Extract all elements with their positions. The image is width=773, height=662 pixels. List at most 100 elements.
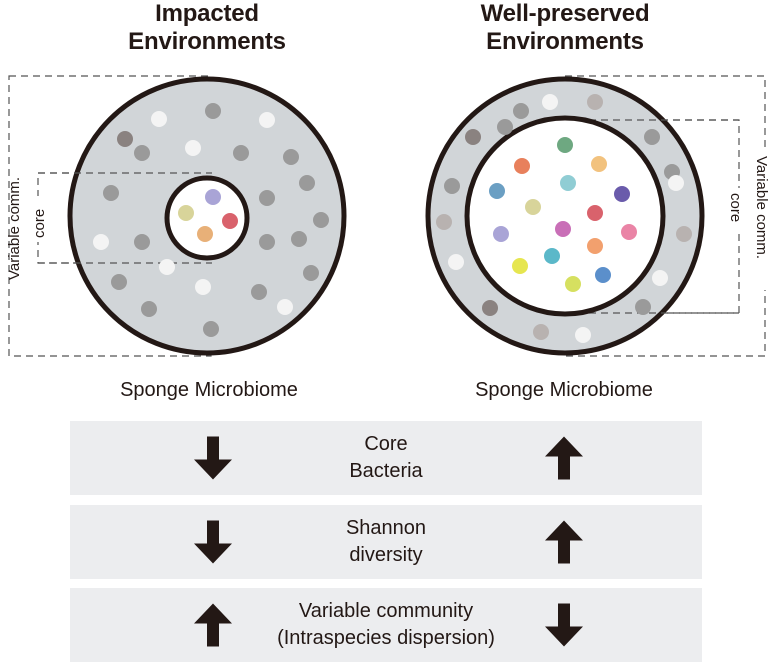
row-label-core-line-1: Core	[364, 433, 408, 455]
well-preserved-bacterium-dot	[635, 299, 651, 315]
comparison-row-shannon: Shannon diversity	[70, 505, 702, 579]
well-preserved-bacterium-dot	[514, 158, 530, 174]
impacted-caption: Sponge Microbiome	[120, 379, 298, 401]
impacted-bacterium-dot	[197, 226, 213, 242]
impacted-title-line-2: Environments	[128, 28, 286, 55]
core-label-right: core	[727, 193, 744, 222]
well-preserved-bacterium-dot	[676, 226, 692, 242]
impacted-bacterium-dot	[103, 185, 119, 201]
impacted-bacterium-dot	[205, 103, 221, 119]
arrow-down-icon	[545, 603, 583, 647]
well-preserved-caption: Sponge Microbiome	[475, 379, 653, 401]
well-preserved-bacterium-dot	[533, 324, 549, 340]
comparison-row-core-bacteria: Core Bacteria	[70, 421, 702, 495]
arrow-up-icon	[545, 520, 583, 564]
row-label-core-line-2: Bacteria	[349, 460, 423, 482]
well-preserved-bacterium-dot	[493, 226, 509, 242]
well-preserved-bacterium-dot	[489, 183, 505, 199]
impacted-bacterium-dot	[259, 112, 275, 128]
well-preserved-arrow-variable	[545, 603, 583, 647]
well-preserved-bacterium-dot	[544, 248, 560, 264]
well-preserved-bacterium-dot	[668, 175, 684, 191]
impacted-bacterium-dot	[134, 234, 150, 250]
well-preserved-bacterium-dot	[575, 327, 591, 343]
impacted-bacterium-dot	[205, 189, 221, 205]
row-label-variable-line-2: (Intraspecies dispersion)	[277, 627, 495, 649]
arrow-up-icon	[545, 436, 583, 480]
well-preserved-title-line-2: Environments	[486, 28, 644, 55]
impacted-bacterium-dot	[313, 212, 329, 228]
arrow-down-icon	[194, 520, 232, 564]
well-preserved-title: Well-preserved Environments	[415, 0, 715, 56]
arrow-down-icon	[194, 436, 232, 480]
sponge-diagrams: Variable comm. core Variable comm. core	[6, 75, 771, 357]
impacted-bacterium-dot	[195, 279, 211, 295]
impacted-bacterium-dot	[117, 131, 133, 147]
impacted-bacterium-dot	[93, 234, 109, 250]
well-preserved-bacterium-dot	[555, 221, 571, 237]
row-label-shannon: Shannon diversity	[70, 515, 702, 569]
well-preserved-bacterium-dot	[621, 224, 637, 240]
well-preserved-sponge: Variable comm. core	[425, 75, 771, 357]
well-preserved-bacterium-dot	[595, 267, 611, 283]
variable-comm-label-right: Variable comm.	[753, 156, 770, 259]
well-preserved-bacterium-dot	[565, 276, 581, 292]
core-label-left: core	[31, 209, 48, 238]
impacted-bacterium-dot	[203, 321, 219, 337]
row-label-core: Core Bacteria	[70, 431, 702, 485]
well-preserved-bacterium-dot	[512, 258, 528, 274]
impacted-arrow-shannon	[194, 520, 232, 564]
row-label-variable: Variable community (Intraspecies dispers…	[70, 598, 702, 652]
impacted-bacterium-dot	[277, 299, 293, 315]
well-preserved-bacterium-dot	[542, 94, 558, 110]
well-preserved-arrow-shannon	[545, 520, 583, 564]
well-preserved-arrow-core	[545, 436, 583, 480]
well-preserved-bacterium-dot	[587, 205, 603, 221]
well-preserved-bacterium-dot	[525, 199, 541, 215]
impacted-bacterium-dot	[283, 149, 299, 165]
impacted-bacterium-dot	[159, 259, 175, 275]
well-preserved-bacterium-dot	[513, 103, 529, 119]
well-preserved-bacterium-dot	[465, 129, 481, 145]
impacted-sponge: Variable comm. core	[6, 75, 347, 357]
well-preserved-bacterium-dot	[587, 94, 603, 110]
impacted-bacterium-dot	[251, 284, 267, 300]
impacted-title-line-1: Impacted	[155, 0, 259, 27]
well-preserved-bacterium-dot	[436, 214, 452, 230]
impacted-arrow-core	[194, 436, 232, 480]
well-preserved-bacterium-dot	[587, 238, 603, 254]
arrow-up-icon	[194, 603, 232, 647]
impacted-arrow-variable	[194, 603, 232, 647]
well-preserved-bacterium-dot	[591, 156, 607, 172]
well-preserved-bacterium-dot	[497, 119, 513, 135]
impacted-bacterium-dot	[111, 274, 127, 290]
impacted-bacterium-dot	[185, 140, 201, 156]
impacted-bacterium-dot	[303, 265, 319, 281]
well-preserved-bacterium-dot	[560, 175, 576, 191]
impacted-bacterium-dot	[259, 190, 275, 206]
impacted-title: Impacted Environments	[57, 0, 357, 56]
variable-comm-label-left: Variable comm.	[6, 177, 23, 280]
impacted-bacterium-dot	[259, 234, 275, 250]
core-label-bg-left	[27, 196, 47, 242]
well-preserved-bacterium-dot	[557, 137, 573, 153]
well-preserved-title-line-1: Well-preserved	[480, 0, 650, 27]
well-preserved-bacterium-dot	[652, 270, 668, 286]
well-preserved-bacterium-dot	[448, 254, 464, 270]
impacted-bacterium-dot	[178, 205, 194, 221]
row-label-shannon-line-2: diversity	[349, 544, 423, 566]
impacted-bacterium-dot	[141, 301, 157, 317]
comparison-row-variable-community: Variable community (Intraspecies dispers…	[70, 588, 702, 662]
impacted-bacterium-dot	[222, 213, 238, 229]
impacted-core-circle	[164, 175, 250, 261]
core-label-bg-right	[728, 188, 748, 232]
well-preserved-bacterium-dot	[482, 300, 498, 316]
impacted-bacterium-dot	[299, 175, 315, 191]
impacted-bacterium-dot	[233, 145, 249, 161]
row-label-shannon-line-1: Shannon	[345, 517, 427, 539]
impacted-bacterium-dot	[291, 231, 307, 247]
well-preserved-bacterium-dot	[644, 129, 660, 145]
well-preserved-bacterium-dot	[614, 186, 630, 202]
impacted-bacterium-dot	[151, 111, 167, 127]
well-preserved-bacterium-dot	[444, 178, 460, 194]
